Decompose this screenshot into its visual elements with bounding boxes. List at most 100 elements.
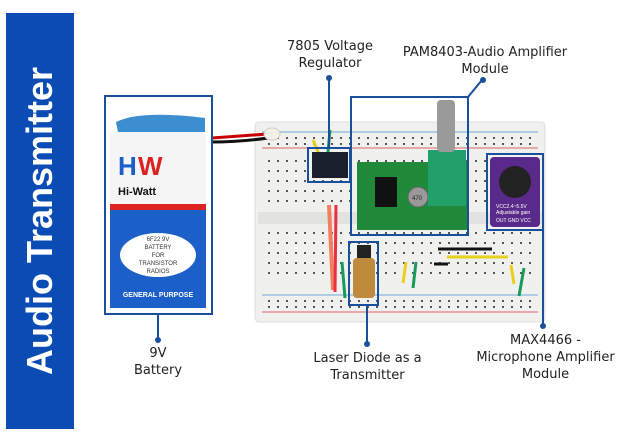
breadboard-hole [484, 170, 486, 172]
breadboard-hole [295, 232, 297, 234]
breadboard-hole [430, 143, 432, 145]
breadboard-hole [385, 143, 387, 145]
breadboard-hole [439, 300, 441, 302]
breadboard-hole [457, 143, 459, 145]
breadboard-hole [277, 190, 279, 192]
breadboard-hole [367, 300, 369, 302]
breadboard-hole [493, 252, 495, 254]
breadboard-hole [268, 190, 270, 192]
breadboard-hole [322, 143, 324, 145]
breadboard-hole [295, 306, 297, 308]
battery-label-line: 9V [149, 346, 167, 361]
breadboard-hole [277, 252, 279, 254]
breadboard-hole [412, 300, 414, 302]
breadboard-hole [520, 262, 522, 264]
breadboard-hole [313, 242, 315, 244]
breadboard-hole [475, 242, 477, 244]
breadboard-hole [367, 143, 369, 145]
breadboard-hole [358, 143, 360, 145]
breadboard-hole [313, 272, 315, 274]
breadboard-hole [394, 252, 396, 254]
breadboard-hole [268, 300, 270, 302]
breadboard-hole [268, 232, 270, 234]
breadboard-hole [493, 232, 495, 234]
breadboard-hole [277, 180, 279, 182]
breadboard-hole [475, 300, 477, 302]
breadboard-hole [313, 137, 315, 139]
breadboard-hole [412, 137, 414, 139]
breadboard-hole [322, 242, 324, 244]
breadboard-hole [304, 143, 306, 145]
amplifier-label-line: PAM8403-Audio Amplifier [402, 45, 568, 60]
breadboard-hole [439, 272, 441, 274]
laser-label-line: Transmitter [330, 368, 405, 383]
breadboard-hole [520, 306, 522, 308]
breadboard-hole [340, 300, 342, 302]
breadboard-hole [295, 160, 297, 162]
breadboard-hole [313, 306, 315, 308]
breadboard-hole [529, 143, 531, 145]
breadboard-hole [475, 200, 477, 202]
microphone-label-line: Module [521, 367, 570, 382]
breadboard-hole [466, 306, 468, 308]
breadboard-hole [277, 143, 279, 145]
breadboard-hole [322, 300, 324, 302]
breadboard-hole [277, 300, 279, 302]
breadboard-hole [484, 272, 486, 274]
amplifier-label: PAM8403-Audio Amplifier Module [400, 44, 570, 78]
breadboard-hole [277, 262, 279, 264]
breadboard-hole [457, 232, 459, 234]
breadboard-hole [277, 242, 279, 244]
breadboard-hole [340, 232, 342, 234]
breadboard-hole [511, 306, 513, 308]
amplifier-label-line: Module [461, 62, 509, 77]
breadboard-hole [286, 200, 288, 202]
breadboard-hole [421, 242, 423, 244]
breadboard-hole [403, 252, 405, 254]
breadboard-hole [529, 252, 531, 254]
regulator-label-line: 7805 Voltage [287, 39, 373, 54]
breadboard-hole [403, 143, 405, 145]
breadboard-hole [385, 232, 387, 234]
breadboard-hole [385, 252, 387, 254]
mic-spec-text: VCC2.4~5.5V [496, 204, 527, 210]
breadboard-hole [277, 200, 279, 202]
breadboard-hole [520, 272, 522, 274]
breadboard-hole [286, 160, 288, 162]
breadboard-hole [268, 272, 270, 274]
breadboard-hole [385, 242, 387, 244]
breadboard-hole [394, 306, 396, 308]
breadboard-hole [484, 137, 486, 139]
breadboard-hole [511, 252, 513, 254]
breadboard-hole [430, 242, 432, 244]
breadboard-hole [457, 306, 459, 308]
breadboard-hole [457, 300, 459, 302]
breadboard-hole [502, 137, 504, 139]
breadboard-hole [403, 232, 405, 234]
breadboard-hole [268, 170, 270, 172]
breadboard-hole [439, 232, 441, 234]
breadboard-hole [475, 272, 477, 274]
breadboard-hole [349, 306, 351, 308]
breadboard-hole [268, 262, 270, 264]
breadboard-hole [331, 300, 333, 302]
breadboard-hole [448, 272, 450, 274]
breadboard-hole [475, 232, 477, 234]
regulator-chip [312, 152, 348, 178]
breadboard-hole [484, 242, 486, 244]
breadboard-hole [475, 170, 477, 172]
breadboard-hole [493, 242, 495, 244]
laser-label: Laser Diode as a Transmitter [300, 350, 435, 384]
breadboard-hole [268, 143, 270, 145]
breadboard-hole [286, 190, 288, 192]
breadboard-hole [520, 232, 522, 234]
breadboard-hole [430, 232, 432, 234]
breadboard-hole [277, 306, 279, 308]
breadboard-hole [304, 180, 306, 182]
breadboard-hole [502, 300, 504, 302]
breadboard-hole [511, 262, 513, 264]
breadboard-hole [322, 262, 324, 264]
breadboard-hole [376, 143, 378, 145]
breadboard-hole [340, 306, 342, 308]
breadboard-hole [322, 272, 324, 274]
